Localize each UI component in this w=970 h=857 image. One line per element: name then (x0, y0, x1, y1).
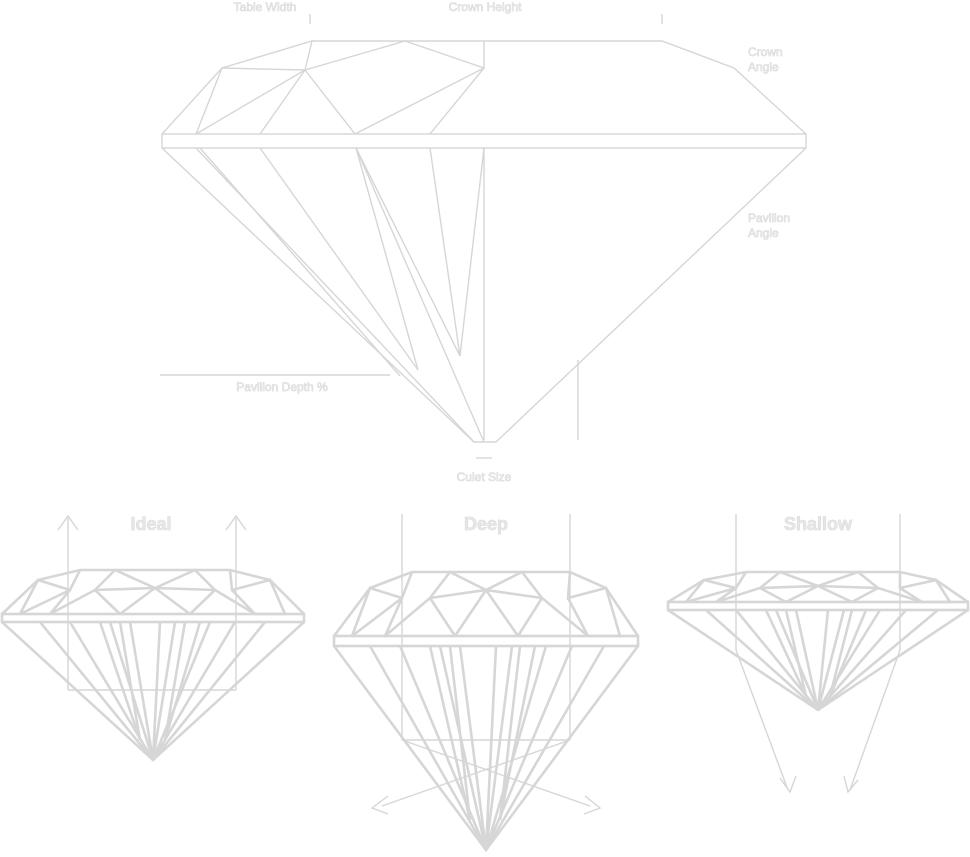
label-pavilion-angle-2: Angle (748, 226, 779, 240)
label-crown-angle-1: Crown (748, 45, 783, 59)
crown-facets-5 (429, 67, 485, 135)
label-table-width: Table Width (234, 0, 297, 14)
label-pavilion-angle-1: Pavilion (748, 211, 790, 225)
label-crown-angle-2: Angle (748, 60, 779, 74)
crown-facets (195, 40, 313, 135)
pavilion-facets-2 (199, 147, 401, 377)
deep-cut-diamond (332, 570, 640, 853)
label-crown-height: Crown Height (449, 0, 522, 14)
shallow-cut-diamond (666, 570, 970, 712)
pavilion-outline (161, 147, 807, 443)
pavilion-facets-6 (459, 147, 485, 357)
crown-facets-4 (304, 69, 356, 135)
pavilion-facets-4 (355, 147, 461, 357)
label-ideal: Ideal (130, 514, 171, 534)
crown-outline (161, 40, 807, 135)
pavilion-facets-5 (355, 147, 485, 443)
girdle (161, 133, 807, 149)
label-deep: Deep (464, 514, 508, 534)
main-diamond (160, 14, 807, 459)
pavilion-facets-3 (259, 147, 419, 371)
crown-facets-3 (304, 40, 486, 135)
main-labels: Table Width Crown Height Crown Angle Pav… (233, 0, 790, 484)
ideal-cut-light-path (57, 514, 247, 691)
ideal-cut-diamond (0, 568, 306, 762)
pavilion-facets-1 (195, 147, 475, 443)
shallow-cut-light-path (735, 514, 901, 794)
label-culet-size: Culet Size (457, 470, 512, 484)
deep-cut-light-path (370, 514, 602, 815)
label-pavilion-depth: Pavilion Depth % (236, 380, 328, 394)
label-shallow: Shallow (784, 514, 853, 534)
